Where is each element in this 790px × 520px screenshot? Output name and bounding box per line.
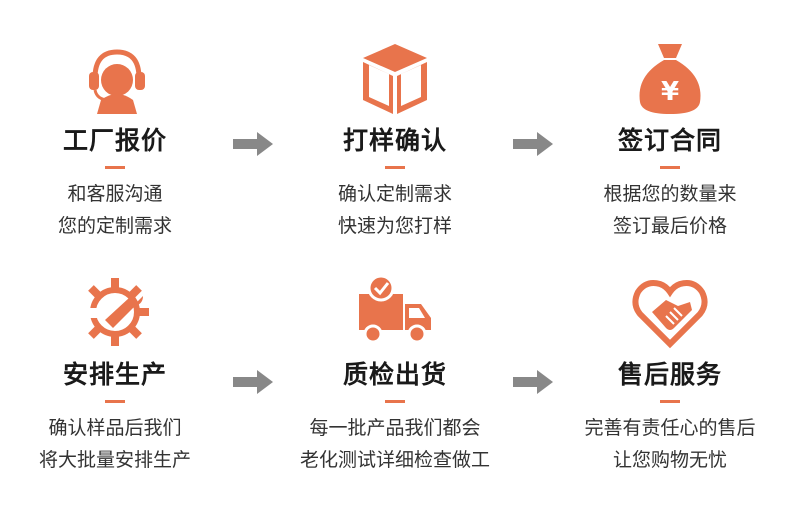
step-title: 打样确认: [342, 126, 447, 155]
title-underline: [660, 166, 680, 169]
step-title: 售后服务: [617, 360, 722, 389]
step-title: 工厂报价: [62, 126, 167, 155]
svg-text:¥: ¥: [661, 77, 679, 107]
step-description: 每一批产品我们都会 老化测试详细检查做工: [299, 417, 490, 471]
money-bag-icon: ¥: [630, 38, 710, 118]
step-description: 根据您的数量来 签订最后价格: [603, 183, 737, 237]
arrow-right-icon: [233, 370, 273, 394]
delivery-truck-icon: [355, 272, 435, 352]
step-title: 签订合同: [617, 126, 722, 155]
step-description: 和客服沟通 您的定制需求: [57, 183, 172, 237]
step-title: 安排生产: [62, 360, 167, 389]
handshake-heart-icon: [630, 272, 710, 352]
step-description: 确认定制需求 快速为您打样: [337, 183, 452, 237]
title-underline: [385, 166, 405, 169]
title-underline: [385, 400, 405, 403]
step-description: 完善有责任心的售后 让您购物无忧: [584, 417, 756, 471]
step-description: 确认样品后我们 将大批量安排生产: [38, 417, 191, 471]
step-title: 质检出货: [342, 360, 447, 389]
title-underline: [105, 400, 125, 403]
arrow-right-icon: [513, 132, 553, 156]
title-underline: [105, 166, 125, 169]
box-icon: [355, 38, 435, 118]
title-underline: [660, 400, 680, 403]
gear-wrench-icon: [75, 272, 155, 352]
headset-icon: [75, 38, 155, 118]
arrow-right-icon: [513, 370, 553, 394]
arrow-right-icon: [233, 132, 273, 156]
